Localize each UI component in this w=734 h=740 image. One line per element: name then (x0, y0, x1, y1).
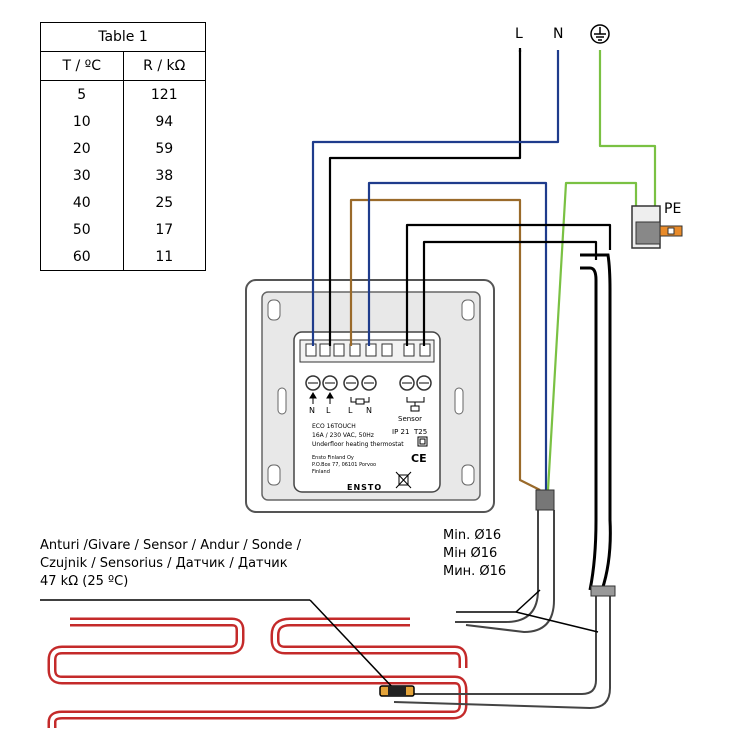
model-label: ECO 16TOUCH (312, 423, 356, 430)
temp-class-label: T25 (414, 428, 428, 436)
heating-cable-inner (50, 620, 465, 728)
table-cell: 10 (40, 108, 124, 135)
table-row: 30 38 (40, 162, 206, 189)
table-header-temperature: T / ºC (40, 51, 124, 81)
table-cell: 11 (155, 248, 174, 265)
pe-terminal (631, 205, 683, 249)
pe-label: PE (664, 201, 682, 217)
heating-cable (47, 617, 468, 728)
conduit (393, 510, 611, 710)
maker-line1: Ensto Finland Oy (312, 455, 354, 461)
terminal-label-l2: L (348, 406, 353, 415)
floor-sensor (379, 685, 415, 697)
brand-logo: ENSTO (347, 483, 383, 492)
conduit-label-1: Min. Ø16 (443, 528, 502, 543)
table-row: 10 94 (40, 108, 206, 135)
table-cell: 38 (155, 167, 174, 184)
table-cell: 59 (155, 140, 174, 157)
ip-label: IP 21 (392, 428, 410, 436)
table-cell: 20 (40, 135, 124, 162)
earth-ground-icon (590, 24, 610, 44)
table-cell: 17 (155, 221, 174, 238)
table-row: 60 11 (40, 243, 206, 271)
thermostat-body (245, 279, 495, 513)
maker-line2: P.O.Box 77, 06101 Porvoo (312, 462, 377, 468)
rating-label: 16A / 230 VAC, 50Hz (312, 432, 374, 439)
table-header-resistance: R / kΩ (123, 51, 206, 81)
table-title: Table 1 (40, 22, 206, 52)
description-label: Underfloor heating thermostat (312, 441, 404, 448)
table-row: 50 17 (40, 216, 206, 243)
table-cell: 5 (40, 80, 124, 108)
sensor-note-line1: Anturi /Givare / Sensor / Andur / Sonde … (40, 538, 302, 553)
table-cell: 60 (40, 243, 124, 271)
table-row: 5 121 (40, 80, 206, 108)
table-row: 40 25 (40, 189, 206, 216)
sensor-note-line3: 47 kΩ (25 ºC) (40, 574, 129, 589)
terminal-label-n1: N (309, 406, 315, 415)
table-cell: 94 (155, 113, 174, 130)
sensor-terminal-label: Sensor (398, 415, 422, 423)
neutral-label: N (553, 26, 564, 42)
weee-bin-icon (395, 471, 412, 489)
ce-mark: CE (411, 452, 427, 465)
terminal-label-n2: N (366, 406, 372, 415)
conduit-label-2: Мін Ø16 (443, 546, 498, 561)
table-cell: 40 (40, 189, 124, 216)
table-cell: 25 (155, 194, 174, 211)
table-cell: 30 (40, 162, 124, 189)
table-cell: 50 (40, 216, 124, 243)
terminal-label-l1: L (326, 406, 331, 415)
live-label: L (515, 26, 523, 42)
sensor-note-line2: Czujnik / Sensorius / Датчик / Датчик (40, 556, 288, 571)
sensor-pointer (40, 589, 599, 691)
table-cell: 121 (150, 86, 178, 103)
conduit-label-3: Мин. Ø16 (443, 564, 507, 579)
maker-line3: Finland (312, 469, 330, 475)
